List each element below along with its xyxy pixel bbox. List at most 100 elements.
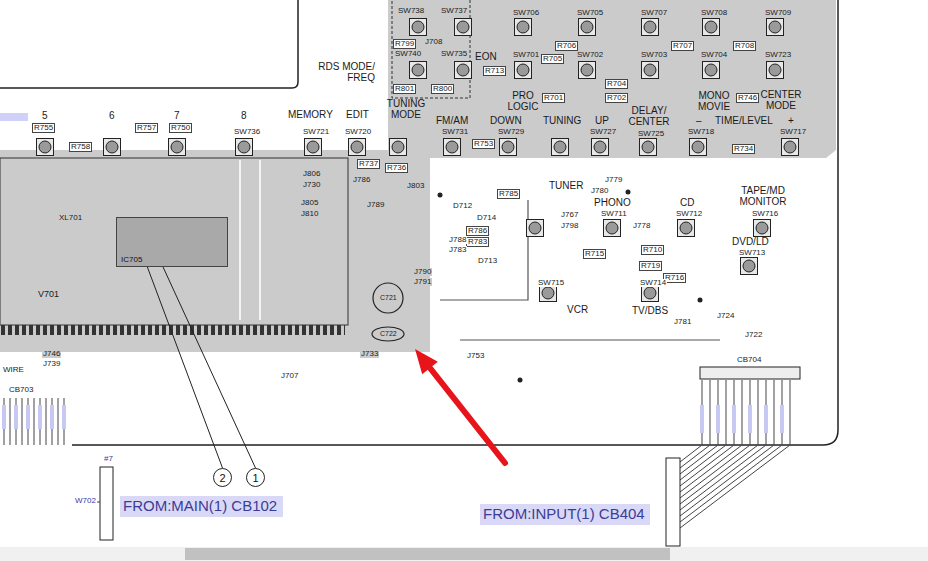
switch-symbol (678, 220, 695, 237)
ref-label: R758 (70, 143, 91, 151)
ref-label: J798 (560, 222, 579, 230)
connector-band: FROM:MAIN(1) CB102 (120, 496, 283, 517)
switch-symbol (552, 139, 569, 156)
function-label: TUNING MODE (382, 99, 430, 120)
ref-label: SW735 (440, 50, 468, 58)
ref-label: C721 (379, 294, 398, 301)
ref-label: SW713 (738, 249, 766, 257)
function-label: DELAY/ CENTER (626, 106, 672, 127)
ref-label: SW718 (687, 128, 715, 136)
ref-label: R706 (556, 42, 577, 50)
panel-outline (0, 0, 298, 88)
node-text: 2 (219, 472, 225, 484)
ref-label: SW708 (700, 9, 728, 17)
ref-label: R719 (640, 262, 661, 270)
ref-label: R786 (467, 227, 488, 235)
ref-label: SW715 (537, 279, 565, 287)
ref-label: SW725 (637, 130, 665, 138)
switch-symbol (527, 220, 544, 237)
function-label: TV/DBS (631, 306, 669, 317)
function-label: TIME/LEVEL (714, 116, 774, 127)
wire-tag (38, 405, 42, 429)
switch-symbol (515, 19, 532, 36)
ref-label: R713 (484, 67, 505, 75)
display-outline (0, 158, 348, 325)
ref-label: CB704 (736, 356, 762, 364)
ref-label: J783 (448, 246, 467, 254)
ref-label: J780 (590, 187, 609, 195)
ref-label: SW729 (497, 128, 525, 136)
via (698, 298, 703, 303)
node-text: 1 (252, 472, 258, 484)
ref-label: W702 (74, 497, 97, 505)
switch-group-outline (392, 0, 470, 98)
switch-symbol (515, 62, 532, 79)
ref-label: J730 (302, 181, 321, 189)
function-label: MEMORY (287, 110, 334, 121)
switch-symbol (390, 139, 407, 156)
ref-label: R799 (394, 40, 415, 48)
ref-label: SW702 (576, 51, 604, 59)
ref-label: J805 (300, 199, 319, 207)
ref-label: J767 (560, 211, 579, 219)
function-label: FM/AM (435, 116, 469, 127)
ref-label: J788 (448, 236, 467, 244)
function-label: 6 (108, 111, 116, 122)
connector-body (700, 367, 800, 379)
ref-label: J810 (300, 210, 319, 218)
function-label: CD (679, 198, 695, 209)
function-label: EDIT (345, 110, 370, 121)
ref-label: C722 (379, 330, 398, 337)
ref-label: SW737 (440, 7, 468, 15)
ref-label: R737 (358, 160, 379, 168)
switch-symbol (690, 139, 707, 156)
switch-symbols (37, 19, 799, 302)
callout-circle: 2 (213, 468, 232, 487)
switch-symbol (767, 62, 784, 79)
ref-label: SW705 (576, 9, 604, 17)
switch-symbol (579, 19, 596, 36)
ref-label: CB703 (8, 386, 34, 394)
ref-label: R753 (473, 140, 494, 148)
switch-symbol (592, 139, 609, 156)
pointer-arrowhead (415, 349, 438, 374)
via (438, 193, 443, 198)
switch-symbol (579, 62, 596, 79)
ref-label: R783 (467, 238, 488, 246)
ref-label: R705 (542, 55, 563, 63)
connector-band: FROM:INPUT(1) CB404 (480, 504, 650, 525)
wire-tag (700, 405, 704, 433)
switch-symbol (455, 62, 472, 79)
ref-label: XL701 (58, 214, 83, 222)
switch-symbol (754, 220, 771, 237)
ref-label: SW701 (512, 51, 540, 59)
scrollbar-thumb (185, 548, 670, 560)
ref-label: R800 (432, 85, 453, 93)
switch-symbol (703, 62, 720, 79)
ref-label: R710 (642, 246, 663, 254)
ref-label: J708 (424, 38, 443, 46)
ref-label: D714 (476, 214, 497, 222)
switch-symbol (741, 258, 758, 275)
ref-label: SW740 (394, 50, 422, 58)
scrollbar-track (0, 547, 928, 561)
ref-label: SW736 (233, 128, 261, 136)
ref-label: SW717 (779, 128, 807, 136)
function-label: CENTER MODE (757, 90, 805, 111)
ground-pour (388, 0, 836, 158)
board-outline (72, 0, 838, 445)
ref-label: SW712 (675, 210, 703, 218)
ref-label: R707 (672, 42, 693, 50)
ref-label: D712 (452, 202, 473, 210)
ref-label: R734 (733, 145, 754, 153)
ic-chip: IC705 (116, 217, 228, 267)
ref-label: D713 (477, 257, 498, 265)
leader-line (147, 267, 222, 468)
ref-label: R801 (394, 85, 415, 93)
connector-body (666, 458, 680, 546)
ref-label: SW721 (302, 128, 330, 136)
wire-tag (50, 405, 54, 429)
ref-label: J739 (42, 360, 61, 368)
ref-label: WIRE (2, 366, 25, 374)
